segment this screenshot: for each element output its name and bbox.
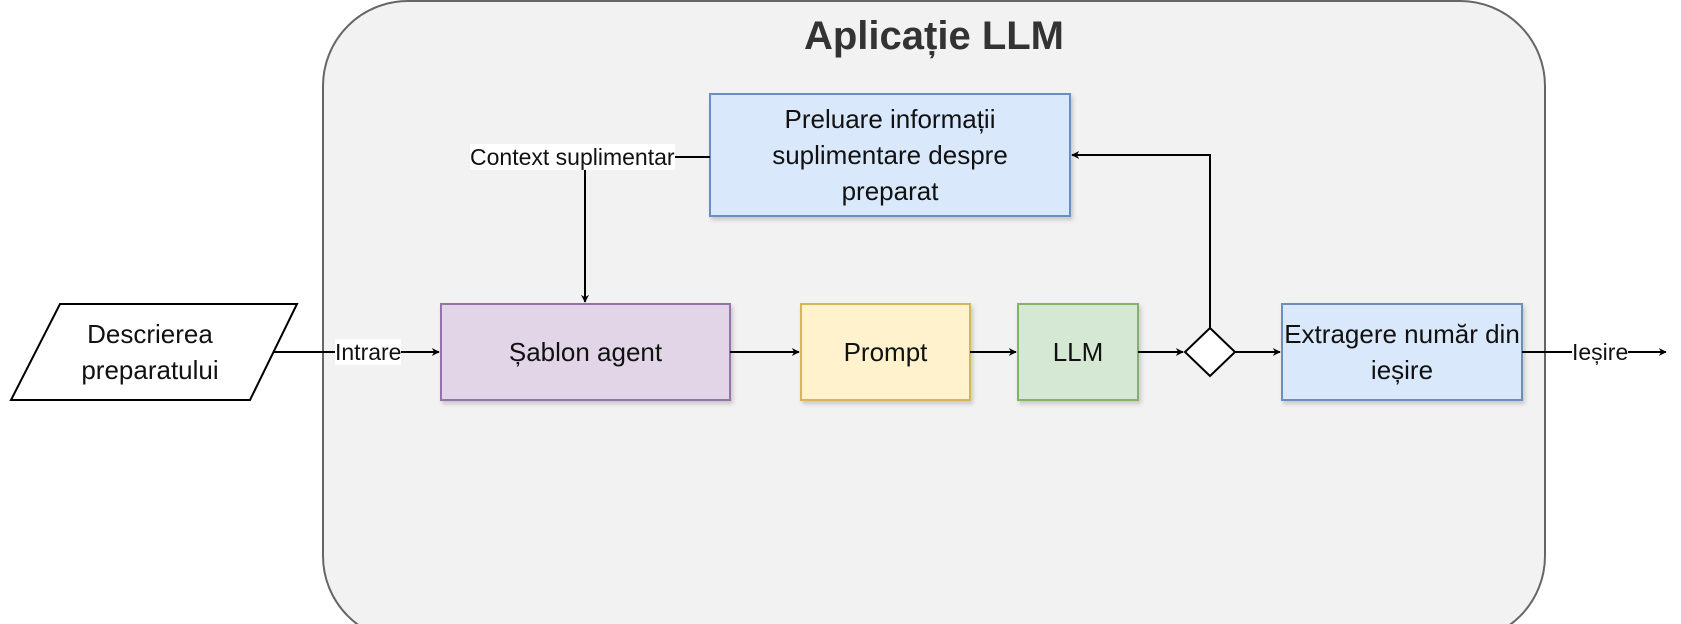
edge-decision-to-retrieval xyxy=(1071,151,1211,328)
input-edge-label: Intrare xyxy=(335,339,402,365)
output-edge-label: Ieșire xyxy=(1572,339,1629,365)
input-label: Descrierea preparatului xyxy=(81,319,219,385)
extract-label: Extragere număr din ieșire xyxy=(1284,319,1520,385)
retrieval-label: Preluare informații suplimentare despre … xyxy=(772,104,1008,206)
template-box[interactable] xyxy=(440,303,731,401)
llm-label: LLM xyxy=(1052,337,1104,367)
input-parallelogram[interactable] xyxy=(9,303,299,401)
prompt-box[interactable] xyxy=(800,303,971,401)
decision-diamond[interactable] xyxy=(1183,326,1237,378)
container-title: Aplicație LLM xyxy=(803,14,1065,58)
extract-box[interactable] xyxy=(1281,303,1523,401)
template-label: Șablon agent xyxy=(508,337,663,367)
context-edge-label: Context suplimentar xyxy=(470,144,675,170)
prompt-label: Prompt xyxy=(843,337,928,367)
retrieval-box[interactable] xyxy=(709,93,1071,217)
